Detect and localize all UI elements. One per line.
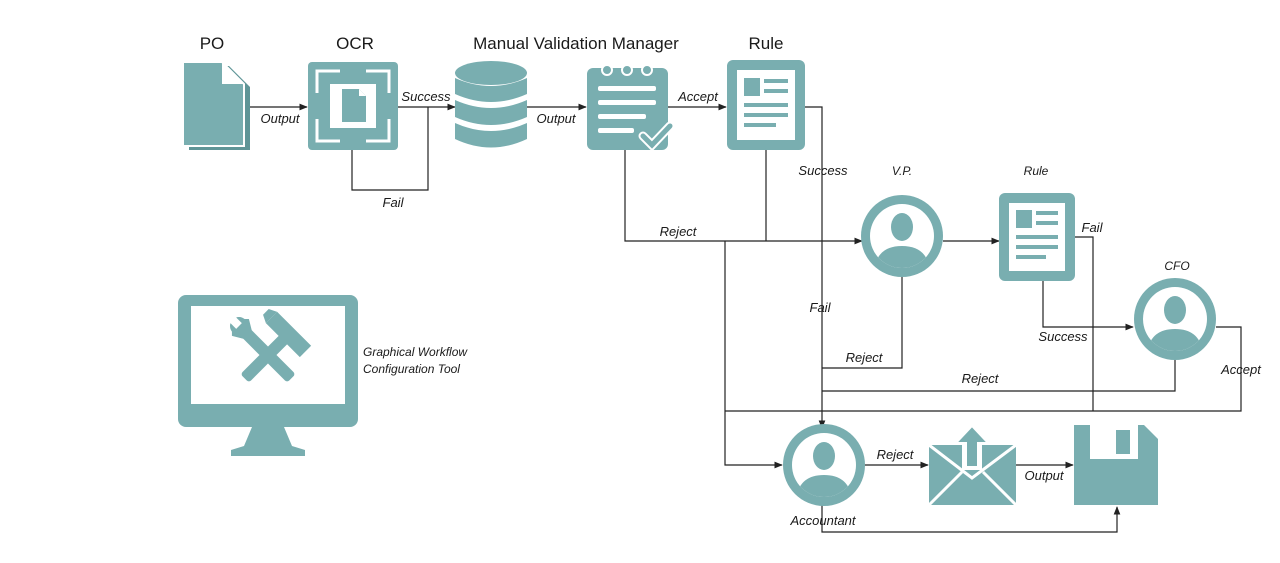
mail-upload-icon	[927, 424, 1018, 507]
ocr-label: OCR	[336, 34, 374, 53]
form-document-icon	[999, 193, 1075, 281]
edge-reject-accountant	[724, 241, 783, 469]
edge-vp-reject	[822, 277, 903, 369]
edge-cfo-reject	[822, 359, 1176, 392]
edge-accountant-save	[821, 505, 1121, 533]
tool-caption-line2: Configuration Tool	[363, 362, 460, 376]
cfo-label: CFO	[1164, 259, 1189, 273]
user-icon	[1134, 278, 1216, 360]
vp-label: V.P.	[892, 164, 912, 178]
user-icon	[861, 195, 943, 277]
edge-ocr-fail-loop	[351, 107, 429, 191]
manual-validation-label: Manual Validation Manager	[473, 34, 679, 53]
rule-label-1: Rule	[749, 34, 784, 53]
user-icon	[783, 424, 865, 506]
edge-label-cfo-accept: Accept	[1220, 362, 1262, 377]
edge-label-db-output: Output	[536, 111, 576, 126]
edge-label-po-output: Output	[260, 111, 300, 126]
edge-label-rule2-success: Success	[1038, 329, 1088, 344]
edge-label-rule2-fail: Fail	[1082, 220, 1104, 235]
edge-label-cfo-reject: Reject	[962, 371, 1000, 386]
monitor-tools-icon	[178, 295, 358, 456]
form-document-icon	[727, 60, 805, 150]
edge-label-mail-output: Output	[1024, 468, 1064, 483]
edge-label-rule1-fail: Fail	[810, 300, 832, 315]
edge-validation-reject	[624, 150, 863, 245]
database-icon	[455, 61, 527, 148]
floppy-disk-icon	[1074, 425, 1158, 505]
rule-label-2: Rule	[1024, 164, 1049, 178]
clipboard-check-icon	[587, 64, 675, 152]
edge-label-validation-accept: Accept	[677, 89, 719, 104]
edge-label-ocr-fail: Fail	[383, 195, 405, 210]
edge-label-rule1-success: Success	[798, 163, 848, 178]
edge-label-vp-reject: Reject	[846, 350, 884, 365]
po-label: PO	[200, 34, 225, 53]
edge-rule2-fail	[1075, 236, 1094, 411]
tool-caption-line1: Graphical Workflow	[363, 345, 468, 359]
connectors	[250, 103, 1242, 533]
edge-cfo-accept	[725, 326, 1242, 412]
edge-rule2-success	[1042, 281, 1134, 331]
edge-rule1-fail	[805, 106, 826, 429]
edge-label-validation-reject: Reject	[660, 224, 698, 239]
document-icon	[182, 61, 250, 150]
edge-label-accountant-reject: Reject	[877, 447, 915, 462]
accountant-label: Accountant	[789, 513, 856, 528]
edge-label-ocr-success: Success	[401, 89, 451, 104]
ocr-scan-icon	[308, 62, 398, 150]
